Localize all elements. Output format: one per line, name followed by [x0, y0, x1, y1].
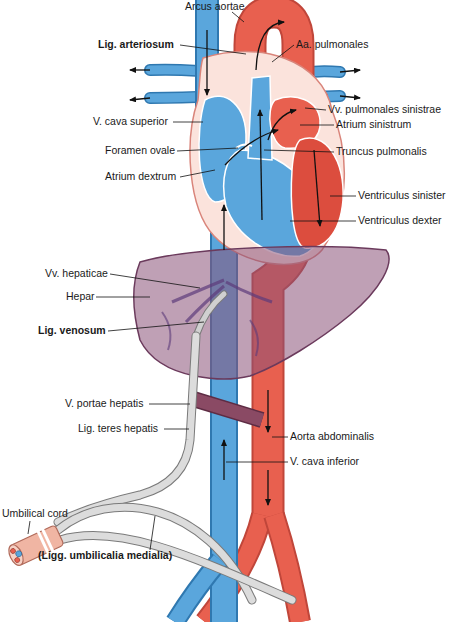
anatomy-label: V. cava superior	[93, 115, 168, 128]
flow-arrow	[223, 205, 224, 250]
anatomy-label: Aorta abdominalis	[290, 430, 374, 443]
leader-line	[330, 196, 356, 197]
anatomy-label: Arcus aortae	[185, 0, 245, 13]
leader-line	[173, 122, 203, 123]
lig-teres-outline	[58, 336, 196, 522]
flow-arrow	[340, 70, 360, 72]
flow-arrow	[206, 30, 207, 95]
ventriculus-sinister-shape	[291, 138, 343, 248]
cord-vein	[15, 550, 23, 558]
anatomy-label: Ventriculus sinister	[358, 189, 446, 202]
leader-line	[28, 521, 30, 534]
anatomy-label: Foramen ovale	[105, 144, 175, 157]
vena-portae	[190, 398, 262, 420]
flow-arrow	[267, 390, 268, 432]
hepatic-vein	[226, 282, 272, 302]
leader-line	[110, 274, 200, 288]
leader-line	[264, 150, 334, 152]
cord-artery	[10, 548, 17, 555]
anatomy-label: Lig. teres hepatis	[78, 422, 158, 435]
leader-line	[180, 45, 246, 54]
leader-line	[108, 322, 204, 331]
portal-vein	[190, 398, 262, 420]
anatomy-label: V. cava inferior	[290, 455, 359, 468]
cord-cut-end	[6, 543, 26, 568]
flow-arrow	[223, 440, 224, 480]
leader-line	[226, 462, 288, 463]
liver	[134, 247, 389, 379]
anatomy-label: Umbilical cord	[2, 507, 68, 520]
leader-line	[177, 148, 238, 151]
flow-arrow	[130, 98, 150, 100]
anatomy-label: V. portae hepatis	[65, 397, 143, 410]
anatomy-label: Ventriculus dexter	[358, 214, 441, 227]
leader-line	[272, 45, 294, 62]
pericardium	[190, 51, 344, 264]
leader-line	[290, 221, 356, 222]
flow-arrow	[130, 69, 150, 70]
hepatic-vessel	[250, 320, 258, 356]
anatomy-label: Truncus pulmonalis	[336, 145, 427, 158]
lig-venosum	[196, 294, 224, 336]
anatomy-label: Lig. arteriosum	[98, 38, 174, 51]
flow-arrow	[267, 470, 268, 505]
leader-line	[149, 404, 190, 405]
anatomy-label: Lig. venosum	[38, 324, 106, 337]
anatomy-label: Vv. hepaticae	[45, 267, 108, 280]
flow-arrow	[256, 22, 284, 70]
anatomy-label: Atrium sinistrum	[336, 118, 411, 131]
vena-portae-outline	[190, 398, 262, 420]
heart	[190, 51, 344, 264]
leader-line	[232, 12, 244, 22]
flow-arrow	[260, 110, 262, 220]
lig-umbilicale	[60, 535, 292, 600]
leader-line	[300, 125, 334, 126]
leader-line	[180, 170, 215, 177]
anatomy-label: (Ligg. umbilicalia medialia)	[38, 549, 172, 562]
anatomy-label: Atrium dextrum	[105, 170, 176, 183]
umbilical-cord	[5, 522, 66, 570]
lig-umbilicale-outline	[60, 535, 292, 600]
flow-arrow	[340, 96, 360, 98]
lig-teres	[58, 336, 196, 522]
leader-line	[164, 429, 189, 430]
anatomy-label: Hepar	[66, 290, 95, 303]
leader-line	[305, 108, 326, 110]
flow-arrow	[268, 110, 296, 140]
cord-artery	[14, 557, 21, 564]
anatomy-label: Vv. pulmonales sinistrae	[328, 103, 441, 116]
iliac-artery	[274, 515, 300, 622]
leader-lines	[28, 12, 356, 550]
leader-line	[272, 437, 288, 438]
hepatic-vessel	[162, 312, 170, 350]
anatomy-label: Aa. pulmonales	[296, 38, 368, 51]
iliac-artery	[274, 515, 300, 622]
hepar-shape	[134, 247, 389, 379]
leader-line	[150, 516, 155, 550]
flow-arrow	[314, 150, 320, 226]
leader-line	[96, 297, 150, 298]
lig-venosum-outline	[196, 294, 224, 336]
